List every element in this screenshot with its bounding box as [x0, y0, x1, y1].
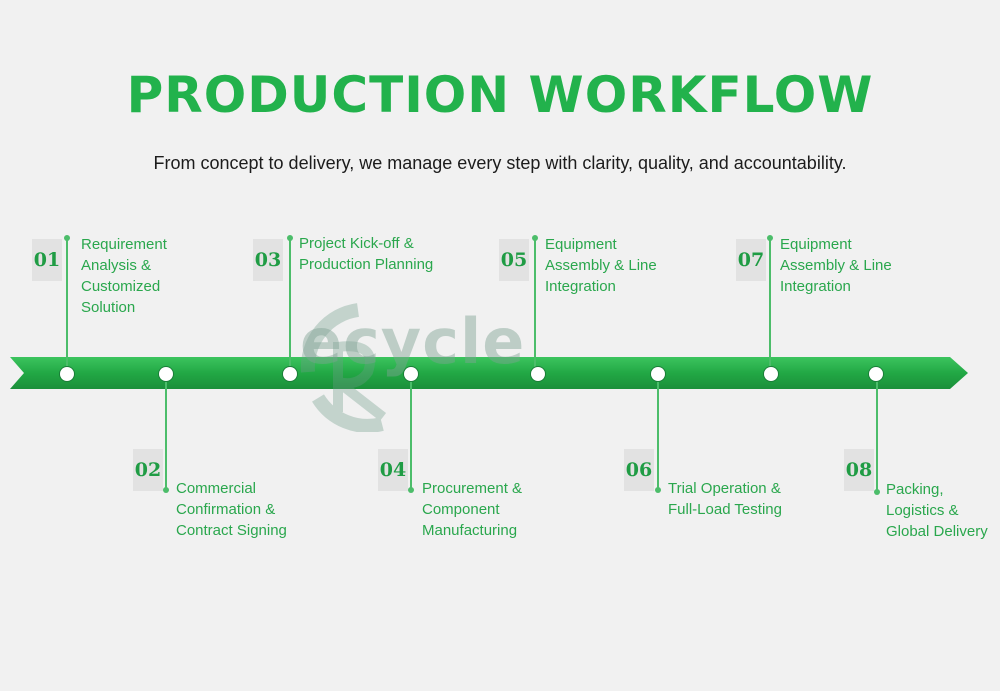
connector-03: [287, 235, 293, 368]
step-number-05: 05: [499, 239, 529, 281]
step-number-06: 06: [624, 449, 654, 491]
connector-06: [655, 380, 661, 493]
step-number-08: 08: [844, 449, 874, 491]
step-number-02: 02: [133, 449, 163, 491]
connector-01: [64, 235, 70, 368]
timeline-dot-04: [404, 367, 418, 381]
step-label-03: Project Kick-off & Production Planning: [299, 235, 434, 273]
timeline-arrow: [10, 357, 968, 389]
page-subtitle: From concept to delivery, we manage ever…: [153, 153, 847, 173]
timeline-dot-03: [283, 367, 297, 381]
connector-08: [874, 380, 880, 495]
timeline-dot-02: [159, 367, 173, 381]
timeline-dot-01: [60, 367, 74, 381]
step-number-01: 01: [32, 239, 62, 281]
page-title: PRODUCTION WORKFLOW: [126, 66, 874, 124]
timeline-dot-06: [651, 367, 665, 381]
timeline-dot-07: [764, 367, 778, 381]
step-number-04: 04: [378, 449, 408, 491]
step-label-06: Trial Operation & Full-Load Testing: [668, 480, 782, 518]
step-number-03: 03: [253, 239, 283, 281]
step-label-01: Requirement Analysis & Customized Soluti…: [81, 236, 167, 316]
timeline-dot-05: [531, 367, 545, 381]
connector-07: [767, 235, 773, 368]
timeline-dot-08: [869, 367, 883, 381]
connector-04: [408, 380, 414, 493]
watermark-text: ecycle: [300, 305, 526, 378]
step-number-07: 07: [736, 239, 766, 281]
step-label-02: Commercial Confirmation & Contract Signi…: [176, 480, 287, 539]
connector-05: [532, 235, 538, 368]
recycle-logo-watermark: [300, 303, 387, 432]
connector-02: [163, 380, 169, 493]
step-label-05: Equipment Assembly & Line Integration: [545, 236, 657, 295]
step-label-04: Procurement & Component Manufacturing: [422, 480, 523, 539]
step-label-07: Equipment Assembly & Line Integration: [780, 236, 892, 295]
step-label-08: Packing, Logistics & Global Delivery: [886, 481, 988, 540]
